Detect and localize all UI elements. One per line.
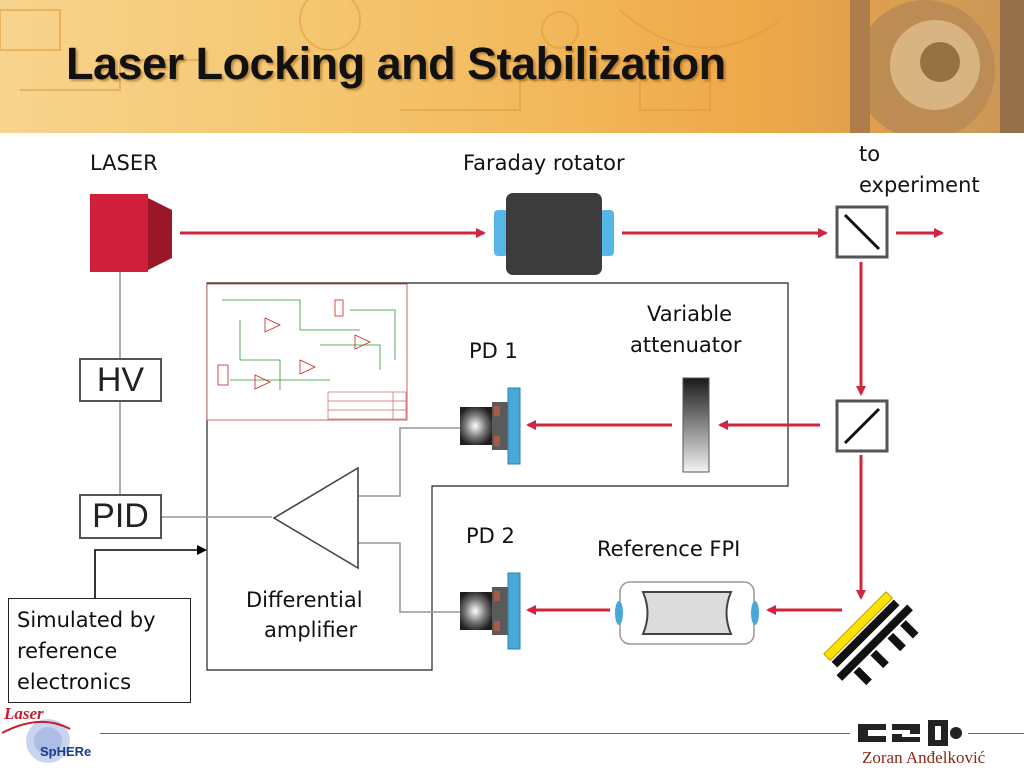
laser-source	[90, 194, 172, 272]
laser-label: LASER	[90, 151, 158, 175]
banner-background-art	[0, 0, 1024, 133]
electronics-frame	[206, 282, 789, 671]
grating-mirror	[823, 591, 919, 686]
pd2-label: PD 2	[466, 524, 515, 548]
hv-box: HV	[79, 358, 162, 402]
footer-rule-left	[100, 733, 850, 734]
faraday-rotator-label: Faraday rotator	[463, 151, 625, 175]
to-experiment-label-line1: to	[859, 142, 881, 166]
simulated-electronics-box: Simulated by reference electronics	[8, 598, 191, 703]
faraday-rotator	[494, 193, 614, 275]
laser-sphere-logo	[0, 703, 100, 768]
simulated-label-line3: electronics	[17, 670, 132, 694]
simulated-label-line2: reference	[17, 639, 118, 663]
differential-amplifier-label-line1: Differential	[246, 588, 363, 612]
gsi-logo	[856, 718, 966, 748]
slide-title: Laser Locking and Stabilization	[66, 38, 726, 89]
to-experiment-label-line2: experiment	[859, 173, 980, 197]
reference-fpi	[615, 581, 759, 645]
variable-attenuator-label-line1: Variable	[647, 302, 733, 326]
pd1-label: PD 1	[469, 339, 518, 363]
differential-amplifier-symbol	[272, 466, 359, 570]
reference-signal-arrow	[94, 545, 207, 598]
photodiode-pd2	[460, 572, 521, 650]
pid-box: PID	[79, 494, 162, 539]
author-name: Zoran Anđelković	[862, 748, 986, 767]
simulated-label-line1: Simulated by	[17, 608, 156, 632]
reference-fpi-label: Reference FPI	[597, 537, 741, 561]
signal-wiring	[119, 272, 460, 613]
logo-text-laser: Laser	[4, 704, 44, 723]
beam-splitter-top	[835, 205, 889, 259]
logo-text-sphere: SpHERe	[40, 744, 92, 759]
differential-amplifier-label-line2: amplifier	[264, 618, 358, 642]
laser-beam-path	[180, 228, 944, 615]
variable-attenuator	[682, 377, 710, 473]
circuit-schematic-thumbnail	[206, 283, 408, 421]
footer-rule-right	[968, 733, 1024, 734]
beam-splitter-middle	[835, 399, 889, 453]
variable-attenuator-label-line2: attenuator	[630, 333, 742, 357]
title-banner: Laser Locking and Stabilization	[0, 0, 1024, 133]
photodiode-pd1	[460, 387, 521, 465]
